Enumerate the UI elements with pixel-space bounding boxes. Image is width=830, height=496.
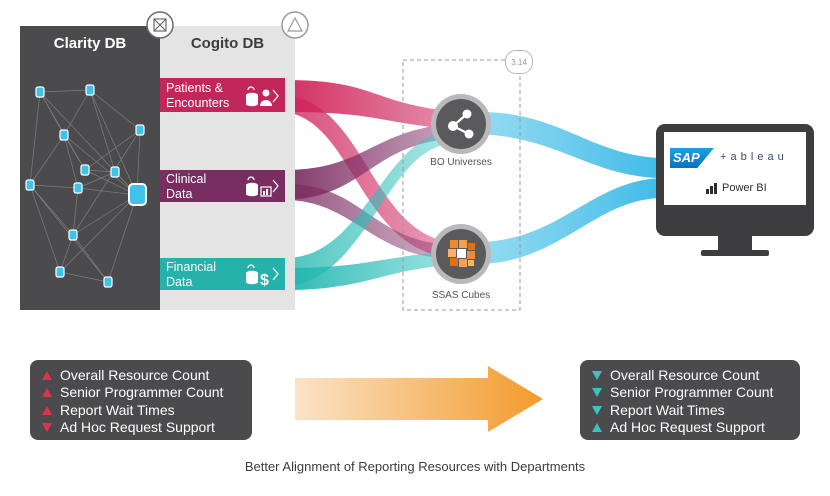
network-corner-icon [146, 11, 174, 39]
triangle-corner-icon [281, 11, 309, 39]
clarity-network-graph [25, 84, 147, 288]
category-clinical-line2: Data [166, 187, 193, 201]
after-metric-text: Report Wait Times [610, 401, 725, 418]
decrease-icon [592, 388, 602, 398]
svg-text:$: $ [260, 272, 269, 287]
tab-cogito-db[interactable]: Cogito DB [160, 26, 295, 61]
tableau-logo: + a b l e a u [720, 151, 784, 163]
before-metric-row: Overall Resource Count [42, 366, 238, 384]
after-metric-text: Senior Programmer Count [610, 384, 774, 401]
improvement-arrow [295, 366, 543, 432]
patients-icon [246, 86, 279, 107]
before-metric-text: Report Wait Times [60, 401, 175, 418]
ribbon-financial-ssas [285, 252, 440, 290]
category-financial-line1: Financial [166, 260, 217, 274]
monitor-stand [718, 236, 752, 250]
graph-node [68, 229, 78, 241]
decrease-icon [42, 423, 52, 433]
graph-node [85, 84, 95, 96]
diagram-caption: Better Alignment of Reporting Resources … [244, 459, 586, 474]
increase-icon [42, 370, 52, 380]
after-metric-text: Ad Hoc Request Support [610, 419, 765, 436]
category-patients-line1: Patients & [166, 81, 223, 95]
category-financial[interactable]: Financial Data $ [160, 258, 285, 290]
bo-universes-label: BO Universes [430, 157, 492, 168]
sap-logo-text: SAP [673, 150, 700, 165]
bo-universes-node[interactable] [429, 92, 493, 156]
ribbon-clinical-bo [285, 125, 440, 200]
graph-node [73, 182, 83, 194]
before-metric-row: Report Wait Times [42, 401, 238, 419]
increase-icon [42, 388, 52, 398]
category-clinical-line1: Clinical [166, 172, 207, 186]
graph-node [59, 129, 69, 141]
ribbon-bo-monitor [480, 112, 660, 178]
monitor-base [701, 250, 769, 256]
tab-clarity-db[interactable]: Clarity DB [20, 26, 160, 61]
before-metric-row: Ad Hoc Request Support [42, 419, 238, 437]
before-metric-row: Senior Programmer Count [42, 384, 238, 402]
powerbi-logo: Power BI [706, 182, 767, 194]
decrease-icon [592, 405, 602, 415]
before-metric-text: Senior Programmer Count [60, 384, 224, 401]
ribbon-patients-ssas [285, 96, 440, 256]
increase-icon [42, 405, 52, 415]
graph-node [135, 124, 145, 136]
before-metrics-box: Overall Resource Count Senior Programmer… [30, 360, 252, 440]
increase-icon [592, 423, 602, 433]
ssas-cubes-node[interactable] [429, 222, 493, 286]
graph-node-hub [128, 183, 147, 206]
ribbon-ssas-monitor [480, 178, 660, 264]
graph-node [110, 166, 120, 178]
analytics-group-frame [402, 59, 521, 311]
after-metric-row: Senior Programmer Count [592, 384, 786, 402]
cube-icon [448, 240, 475, 267]
after-metric-row: Report Wait Times [592, 401, 786, 419]
version-badge: 3.14 [505, 50, 533, 74]
graph-node [35, 86, 45, 98]
category-financial-line2: Data [166, 275, 193, 289]
ribbon-patients-bo [285, 80, 440, 128]
tableau-logo-text: + a b l e a u [720, 151, 785, 163]
category-patients-line2: Encounters [166, 96, 230, 110]
tab-cogito-label: Cogito DB [190, 35, 265, 52]
financial-icon: $ [246, 264, 279, 287]
clinical-icon [246, 176, 279, 197]
graph-node [80, 164, 90, 176]
powerbi-logo-text: Power BI [722, 182, 767, 194]
decrease-icon [592, 370, 602, 380]
ribbon-financial-bo [285, 132, 440, 286]
ssas-cubes-label: SSAS Cubes [431, 290, 491, 301]
graph-node [103, 276, 113, 288]
before-metric-text: Ad Hoc Request Support [60, 419, 215, 436]
graph-node [55, 266, 65, 278]
after-metric-row: Ad Hoc Request Support [592, 419, 786, 437]
tab-clarity-label: Clarity DB [53, 35, 127, 52]
after-metric-row: Overall Resource Count [592, 366, 786, 384]
before-metric-text: Overall Resource Count [60, 366, 210, 383]
graph-node [25, 179, 35, 191]
version-badge-text: 3.14 [511, 57, 527, 67]
category-patients[interactable]: Patients & Encounters [160, 78, 285, 112]
category-clinical[interactable]: Clinical Data [160, 170, 285, 202]
after-metrics-box: Overall Resource Count Senior Programmer… [580, 360, 800, 440]
powerbi-icon [706, 182, 717, 194]
monitor-screen [664, 132, 806, 205]
after-metric-text: Overall Resource Count [610, 366, 760, 383]
